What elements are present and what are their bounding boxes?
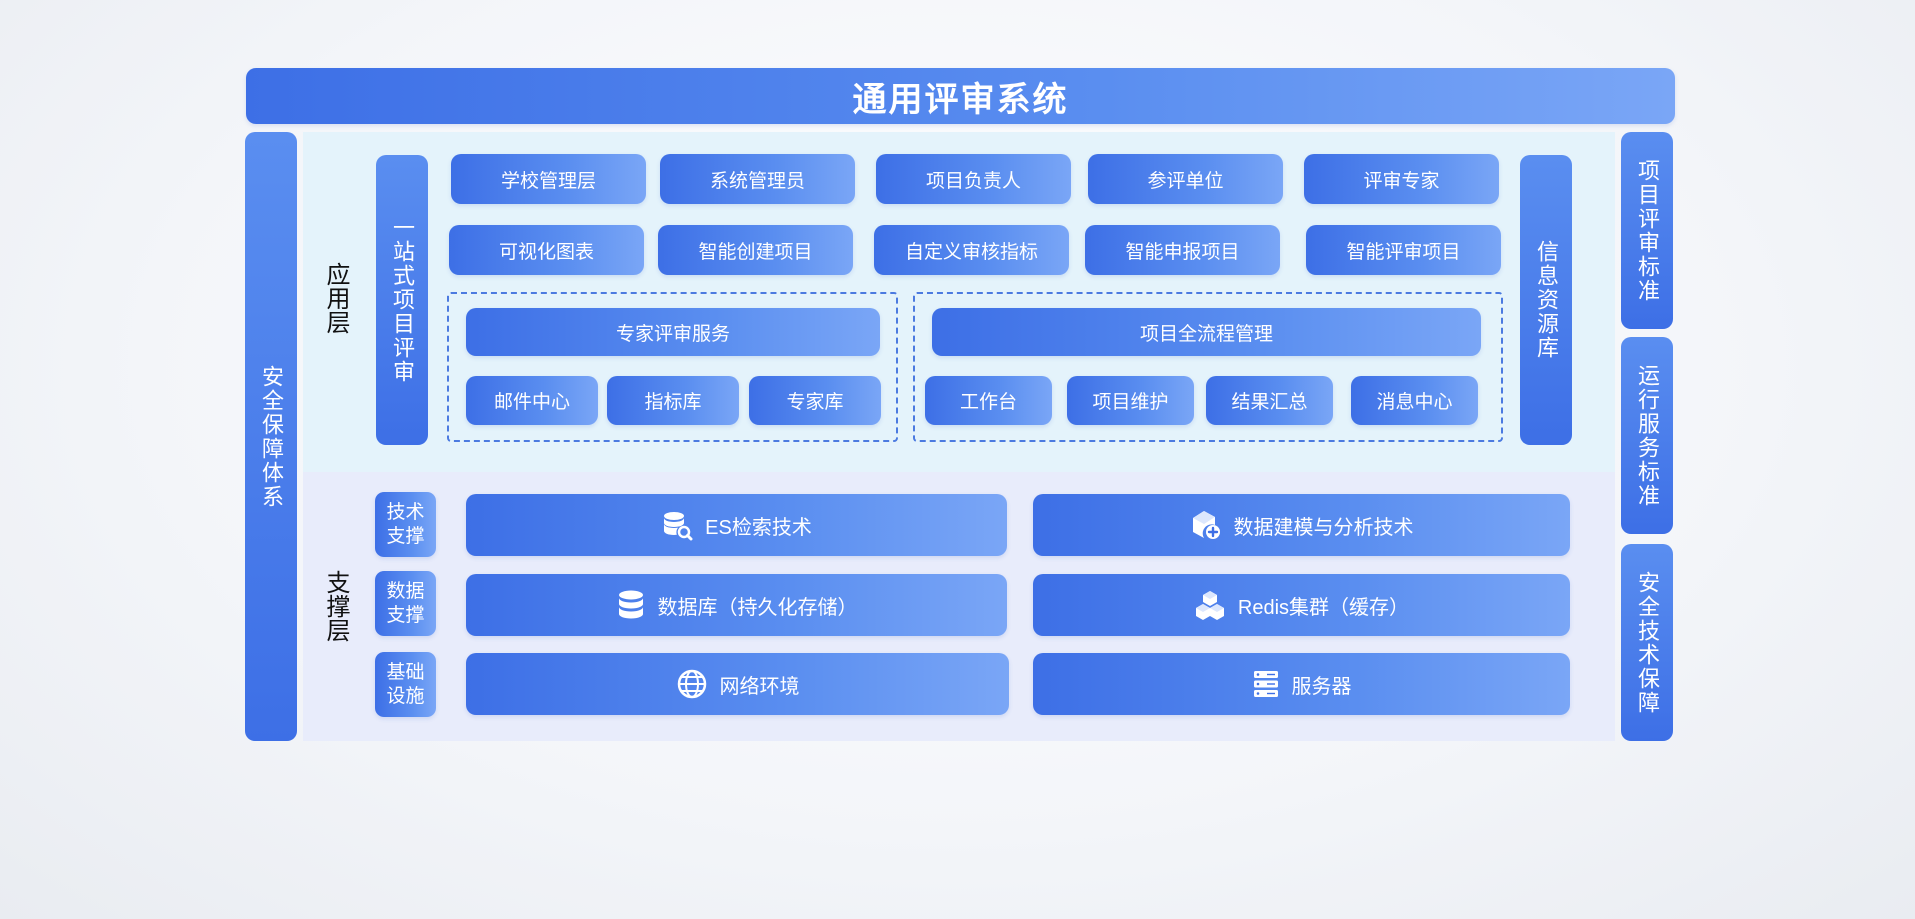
item-label: 项目维护 [1092,392,1169,413]
feature-label: 可视化图表 [498,241,594,263]
network-environment[interactable]: 网络环境 [466,653,1009,715]
group-title: 专家评审服务 [615,323,730,345]
item-label: 邮件中心 [493,392,570,413]
es-search-tech[interactable]: ES检索技术 [466,494,1007,556]
tech-support-label-box: 技术支撑 [375,492,436,557]
support-row-label: 数据支撑 [386,580,425,626]
server-icon [1253,671,1278,697]
group-title: 项目全流程管理 [1139,323,1273,345]
right-pillar-label: 项目评审标准 [1635,158,1660,303]
workbench-button[interactable]: 工作台 [925,376,1052,425]
role-label: 参评单位 [1147,170,1224,192]
support-row-label: 技术支撑 [386,501,425,547]
feature-label: 智能申报项目 [1125,241,1240,263]
role-project-lead[interactable]: 项目负责人 [876,154,1071,204]
feature-custom-indicators[interactable]: 自定义审核指标 [874,225,1069,275]
feature-visual-charts[interactable]: 可视化图表 [449,225,644,275]
item-label: 消息中心 [1376,392,1453,413]
service-standard-pillar: 运行服务标准 [1621,337,1673,534]
database-search-icon [664,512,693,541]
support-item-label: ES检索技术 [705,516,812,539]
review-standard-pillar: 项目评审标准 [1621,132,1673,329]
role-review-expert[interactable]: 评审专家 [1304,154,1499,204]
feature-label: 智能评审项目 [1346,241,1461,263]
support-item-label: 网络环境 [719,675,800,698]
role-label: 系统管理员 [709,170,805,192]
application-layer-label: 应用层 [322,262,349,334]
expert-library-button[interactable]: 专家库 [749,376,881,425]
support-row-label: 基础设施 [386,661,425,707]
role-label: 学校管理层 [500,170,596,192]
feature-label: 自定义审核指标 [904,241,1038,263]
feature-smart-create[interactable]: 智能创建项目 [658,225,853,275]
mail-center-button[interactable]: 邮件中心 [466,376,598,425]
server[interactable]: 服务器 [1033,653,1570,715]
support-item-label: Redis集群（缓存） [1237,596,1410,619]
indicator-library-button[interactable]: 指标库 [607,376,739,425]
cube-plus-icon [1192,511,1220,539]
security-tech-pillar: 安全技术保障 [1621,544,1673,741]
data-modeling-tech[interactable]: 数据建模与分析技术 [1033,494,1570,556]
feature-label: 智能创建项目 [698,241,813,263]
right-pillar-label: 安全技术保障 [1635,570,1660,715]
globe-icon [677,669,706,699]
cubes-icon [1195,591,1224,620]
feature-smart-review[interactable]: 智能评审项目 [1306,225,1501,275]
info-resource-column: 信息资源库 [1520,155,1572,445]
expert-review-group [447,292,898,442]
security-system-pillar: 安全保障体系 [245,132,297,741]
expert-review-service[interactable]: 专家评审服务 [466,308,880,356]
role-label: 项目负责人 [925,170,1021,192]
support-item-label: 数据建模与分析技术 [1233,516,1414,539]
project-lifecycle-group [913,292,1503,442]
role-label: 评审专家 [1363,170,1440,192]
data-support-label-box: 数据支撑 [375,571,436,636]
support-layer-label: 支撑层 [322,570,349,642]
database-icon [618,590,643,619]
infrastructure-label-box: 基础设施 [375,652,436,717]
feature-smart-apply[interactable]: 智能申报项目 [1085,225,1280,275]
project-maintenance-button[interactable]: 项目维护 [1067,376,1194,425]
left-pillar-label: 安全保障体系 [259,364,284,509]
role-system-admin[interactable]: 系统管理员 [660,154,855,204]
message-center-button[interactable]: 消息中心 [1351,376,1478,425]
support-item-label: 服务器 [1291,675,1352,698]
right-pillar-label: 运行服务标准 [1635,363,1660,508]
system-title: 通用评审系统 [246,68,1675,124]
item-label: 结果汇总 [1231,392,1308,413]
results-summary-button[interactable]: 结果汇总 [1206,376,1333,425]
role-participating-unit[interactable]: 参评单位 [1088,154,1283,204]
column-label: 信息资源库 [1534,240,1559,360]
item-label: 专家库 [786,392,844,413]
one-stop-review-column: 一站式项目评审 [376,155,428,445]
project-lifecycle-management[interactable]: 项目全流程管理 [932,308,1481,356]
item-label: 工作台 [959,392,1017,413]
page-title: 通用评审系统 [852,80,1069,119]
role-school-management[interactable]: 学校管理层 [451,154,646,204]
column-label: 一站式项目评审 [390,216,415,384]
redis-cluster-cache[interactable]: Redis集群（缓存） [1033,574,1570,636]
item-label: 指标库 [644,392,702,413]
support-item-label: 数据库（持久化存储） [657,596,858,619]
database-persistent-storage[interactable]: 数据库（持久化存储） [466,574,1007,636]
